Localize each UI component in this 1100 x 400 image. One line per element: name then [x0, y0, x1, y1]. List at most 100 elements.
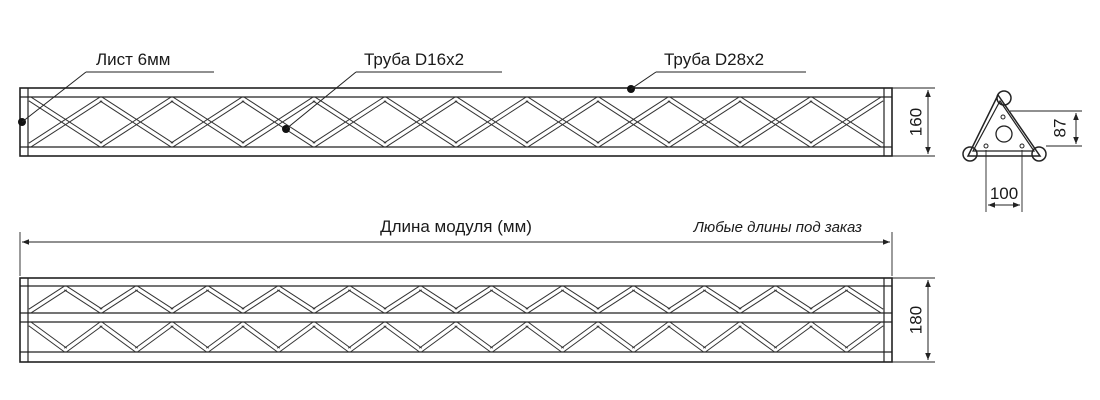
bottom-lattice-diagonal [776, 325, 813, 353]
bottom-lattice-diagonal [561, 289, 598, 314]
bottom-lattice-diagonal [314, 289, 351, 314]
bottom-lattice-diagonal [705, 285, 742, 310]
top-lattice-diagonal [314, 96, 387, 144]
bottom-lattice-diagonal [134, 321, 171, 349]
bottom-lattice-diagonal [279, 325, 316, 353]
top-lattice-diagonal [30, 96, 103, 144]
module-length-dimension: Длина модуля (мм) Любые длины под заказ [19, 217, 893, 276]
top-lattice-diagonal [172, 96, 245, 144]
bottom-lattice-diagonal [489, 321, 526, 349]
top-lattice-diagonal [383, 96, 456, 144]
bottom-lattice-diagonal [811, 289, 848, 314]
any-length-label: Любые длины под заказ [693, 219, 862, 236]
bottom-lattice-diagonal [773, 321, 810, 349]
bottom-lattice-diagonal [490, 289, 527, 314]
bottom-lattice-diagonal [208, 285, 245, 310]
top-lattice-diagonal [809, 96, 882, 144]
top-lattice-diagonal [314, 100, 387, 148]
bottom-lattice-diagonal [312, 325, 349, 353]
bottom-lattice-diagonal [99, 285, 136, 310]
bottom-lattice-diagonal [386, 321, 423, 349]
bottom-lattice-diagonal [847, 325, 884, 353]
bottom-lattice-diagonal [173, 321, 210, 349]
top-lattice-diagonal [30, 100, 103, 148]
top-lattice-diagonal [811, 100, 884, 148]
bottom-lattice-diagonal [170, 285, 207, 310]
bottom-lattice-diagonal [347, 321, 384, 349]
bottom-lattice-diagonal [528, 321, 565, 349]
dimension-180: 180 [892, 277, 935, 363]
bottom-lattice-diagonal [525, 285, 562, 310]
top-lattice-diagonal [312, 96, 385, 144]
top-lattice-diagonal [738, 96, 811, 144]
bottom-lattice-diagonal [170, 325, 207, 353]
bottom-lattice-diagonal [560, 321, 597, 349]
bottom-lattice-diagonal [421, 285, 458, 310]
bottom-lattice-diagonal [632, 289, 669, 314]
top-lattice-diagonal [99, 96, 172, 144]
top-lattice-diagonal [598, 96, 671, 144]
bottom-lattice-diagonal [137, 285, 174, 310]
bottom-lattice-diagonal [845, 289, 882, 314]
top-lattice-diagonal [667, 96, 740, 144]
bottom-lattice-diagonal [315, 321, 352, 349]
bottom-lattice-diagonal [101, 289, 138, 314]
top-lattice-diagonal [809, 100, 882, 148]
bottom-lattice-diagonal [172, 289, 209, 314]
bottom-lattice-diagonal [563, 285, 600, 310]
top-truss-frame [19, 87, 893, 157]
bottom-lattice-diagonal [598, 289, 635, 314]
bottom-lattice-diagonal [243, 289, 280, 314]
bottom-lattice-diagonal [563, 325, 600, 353]
bottom-lattice-diagonal [421, 325, 458, 353]
bottom-lattice-diagonal [667, 285, 704, 310]
bottom-lattice-diagonal [63, 321, 100, 349]
bottom-lattice-diagonal [66, 285, 103, 310]
top-lattice-diagonal [385, 96, 458, 144]
top-lattice-diagonal [598, 100, 671, 148]
bottom-lattice-diagonal [634, 285, 671, 310]
top-lattice-diagonal [525, 96, 598, 144]
bottom-lattice-diagonal [457, 321, 494, 349]
bottom-lattice-diagonal [385, 289, 422, 314]
bottom-lattice-diagonal [418, 321, 455, 349]
module-length-label: Длина модуля (мм) [380, 217, 532, 236]
bottom-lattice-diagonal [741, 321, 778, 349]
top-lattice-diagonal [99, 100, 172, 148]
bottom-lattice-diagonal [670, 321, 707, 349]
bottom-lattice-diagonal [525, 325, 562, 353]
top-lattice-diagonal [740, 100, 813, 148]
bottom-lattice-diagonal [492, 285, 529, 310]
top-lattice-diagonal [596, 96, 669, 144]
bottom-lattice-diagonal [276, 321, 313, 349]
top-lattice-diagonal [454, 100, 527, 148]
top-lattice-diagonal [596, 100, 669, 148]
bottom-lattice-diagonal [738, 285, 775, 310]
top-lattice-diagonal [456, 100, 529, 148]
top-lattice-diagonal [527, 100, 600, 148]
bottom-lattice-diagonal [738, 325, 775, 353]
bottom-lattice-diagonal [135, 289, 172, 314]
bottom-lattice-diagonal [28, 285, 65, 310]
top-lattice-diagonal [525, 100, 598, 148]
bottom-lattice-diagonal [599, 321, 636, 349]
bottom-lattice-diagonal [492, 325, 529, 353]
bottom-lattice-diagonal [350, 325, 387, 353]
bottom-lattice-diagonal [99, 325, 136, 353]
bottom-lattice-diagonal [740, 289, 777, 314]
bottom-lattice-diagonal [64, 289, 101, 314]
top-lattice-diagonal [385, 100, 458, 148]
bottom-lattice-diagonal [30, 289, 67, 314]
dimension-180-label: 180 [906, 306, 925, 334]
bottom-lattice-diagonal [669, 289, 706, 314]
top-lattice-diagonal [28, 96, 101, 144]
top-lattice-diagonal [101, 96, 174, 144]
bottom-lattice-diagonal [705, 325, 742, 353]
bottom-lattice-diagonal [350, 285, 387, 310]
tube-small-label: Труба D16x2 [364, 50, 464, 69]
top-lattice-diagonal [241, 100, 314, 148]
top-lattice-diagonal [383, 100, 456, 148]
section-center-hole [995, 125, 1013, 143]
bottom-lattice-diagonal [596, 325, 633, 353]
